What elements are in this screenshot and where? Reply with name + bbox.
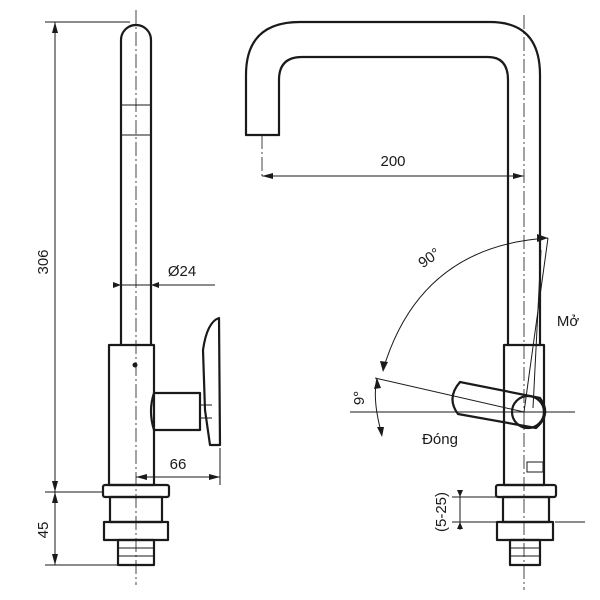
side-base-flange [494,483,558,499]
dim-arrow [457,490,463,497]
dim-arrow [52,554,58,565]
dim-arrow [262,173,273,179]
open-indicator-line [532,249,542,409]
front-view: 306 45 Ø24 66 [35,10,222,585]
dim-arrow [52,492,58,503]
dim-arrow [380,361,388,372]
dim-closed-angle: 9° [351,391,368,405]
front-thread-stem [116,538,156,567]
side-mount-nut [501,495,551,524]
dim-arrow [136,474,147,480]
open-label: Mở [557,313,579,330]
rotation-arc [382,237,549,371]
dim-arrow [457,522,463,529]
front-handle-hub [149,391,202,432]
side-lever [451,380,547,430]
dim-arrow [113,282,121,288]
dim-arrow [537,234,548,242]
dim-arrow [52,22,58,33]
side-thread-stem [508,538,542,567]
dim-rotation-angle: 90° [415,245,443,272]
front-body [107,343,156,487]
closed-label: Đóng [422,431,458,448]
dim-pipe-diameter: Ø24 [168,263,196,280]
side-lock-nut [495,520,555,542]
dim-arrow [377,427,384,437]
open-position-line [523,237,549,413]
side-view: 200 90° Mở 9° Đóng (5-25) [244,15,585,590]
dim-handle-length: 66 [170,456,187,473]
dim-arrow [52,481,58,492]
front-pipe [119,23,153,347]
dim-base-height: 45 [35,522,52,539]
dim-arrow [209,474,220,480]
dim-total-height: 306 [35,249,52,274]
closed-position-line [374,377,525,413]
dim-spout-reach: 200 [380,153,405,170]
body-screw [132,362,138,368]
front-handle-lever [201,316,222,447]
spout-inner [277,55,510,347]
spout-outer [244,20,542,347]
front-lock-nut [102,520,170,542]
dim-arrow [374,378,381,389]
dim-mount-range: (5-25) [433,492,450,532]
side-body-detail [526,461,544,473]
dim-arrow [513,173,524,179]
dim-arrow [151,282,159,288]
